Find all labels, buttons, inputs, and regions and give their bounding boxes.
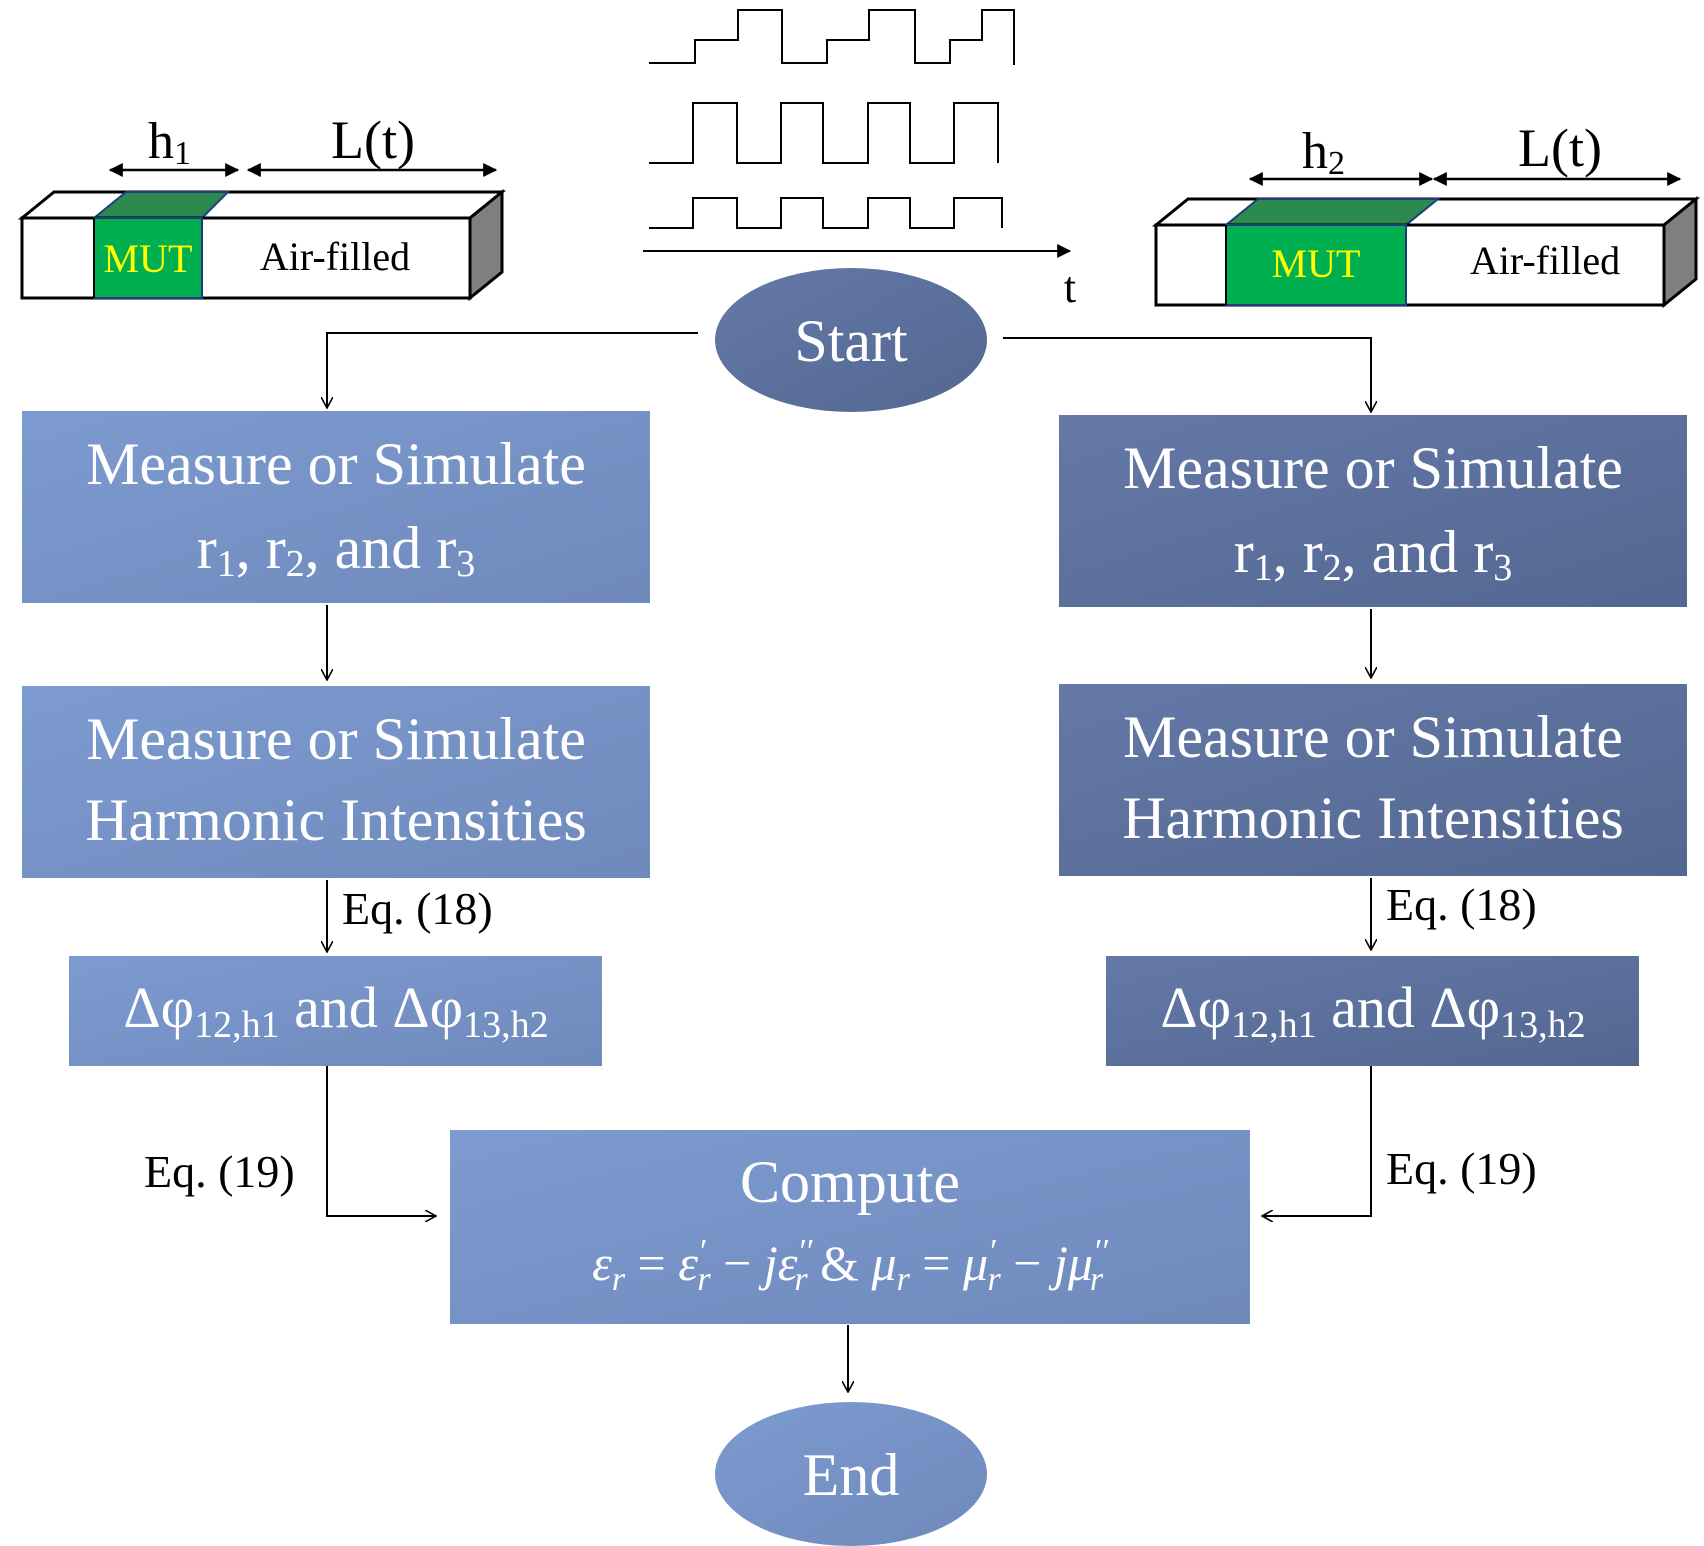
left-h-dimension-label: h1 — [148, 113, 191, 172]
waveform-1 — [649, 9, 1015, 65]
left-eq18-label: Eq. (18) — [342, 883, 493, 934]
left-measure-harmonic-box — [22, 686, 650, 878]
right-measure-r-line2: r1, r2, and r3 — [1234, 519, 1513, 589]
right-mut-top-face — [1223, 198, 1441, 226]
right-measure-harmonic-box — [1059, 684, 1687, 876]
compute-formula: εr = ε′r − jε′′r & μr = μ′r − jμ′′r — [592, 1233, 1108, 1298]
right-mut-label: MUT — [1272, 241, 1361, 286]
left-waveguide: MUT Air-filled h1 L(t) — [17, 110, 507, 302]
right-measure-r-box — [1059, 415, 1687, 607]
right-h-dimension-label: h2 — [1302, 123, 1345, 182]
left-mut-label: MUT — [104, 236, 193, 281]
waveforms — [643, 9, 1072, 258]
left-waveguide-top-face — [17, 190, 507, 220]
waveform-3 — [649, 197, 1003, 229]
time-axis-label: t — [1064, 263, 1076, 312]
right-column: Measure or Simulate r1, r2, and r3 Measu… — [1059, 415, 1687, 1216]
left-air-label: Air-filled — [260, 234, 410, 279]
right-phase-box — [1106, 956, 1639, 1066]
right-measure-harmonic-line1: Measure or Simulate — [1123, 704, 1623, 770]
left-measure-harmonic-line2: Harmonic Intensities — [85, 787, 587, 853]
start-label: Start — [794, 308, 908, 374]
left-measure-r-line1: Measure or Simulate — [86, 431, 586, 497]
start-connectors — [327, 332, 1371, 412]
start-to-left-connector — [327, 332, 698, 408]
left-eq19-label: Eq. (19) — [144, 1146, 295, 1197]
end-label: End — [803, 1442, 900, 1508]
left-phase-to-compute-connector — [326, 1066, 436, 1216]
right-measure-r-line1: Measure or Simulate — [1123, 435, 1623, 501]
right-phase-label: Δφ12,h1 and Δφ13,h2 — [1160, 975, 1585, 1046]
compute-node: Compute εr = ε′r − jε′′r & μr = μ′r − jμ… — [450, 1130, 1250, 1324]
right-waveguide: MUT Air-filled h2 L(t) — [1151, 118, 1701, 309]
right-l-dimension-label: L(t) — [1518, 118, 1602, 178]
waveform-2 — [649, 102, 999, 164]
left-measure-r-line2: r1, r2, and r3 — [197, 515, 476, 585]
right-eq18-label: Eq. (18) — [1386, 879, 1537, 930]
left-measure-harmonic-line1: Measure or Simulate — [86, 706, 586, 772]
end-ellipse — [715, 1402, 987, 1546]
start-ellipse — [715, 268, 987, 412]
start-to-right-connector — [1003, 337, 1371, 412]
start-node: Start — [715, 268, 987, 412]
compute-title: Compute — [740, 1149, 960, 1215]
end-node: End — [715, 1402, 987, 1546]
left-column: Measure or Simulate r1, r2, and r3 Measu… — [22, 411, 650, 1216]
right-air-label: Air-filled — [1470, 238, 1620, 283]
right-mut-block — [1225, 224, 1407, 306]
right-eq19-label: Eq. (19) — [1386, 1143, 1537, 1194]
left-l-dimension-label: L(t) — [331, 110, 415, 170]
left-phase-box — [69, 956, 602, 1066]
right-measure-harmonic-line2: Harmonic Intensities — [1122, 785, 1624, 851]
compute-box — [450, 1130, 1250, 1324]
right-phase-to-compute-connector — [1262, 1066, 1372, 1216]
left-phase-label: Δφ12,h1 and Δφ13,h2 — [123, 975, 548, 1046]
left-measure-r-box — [22, 411, 650, 603]
